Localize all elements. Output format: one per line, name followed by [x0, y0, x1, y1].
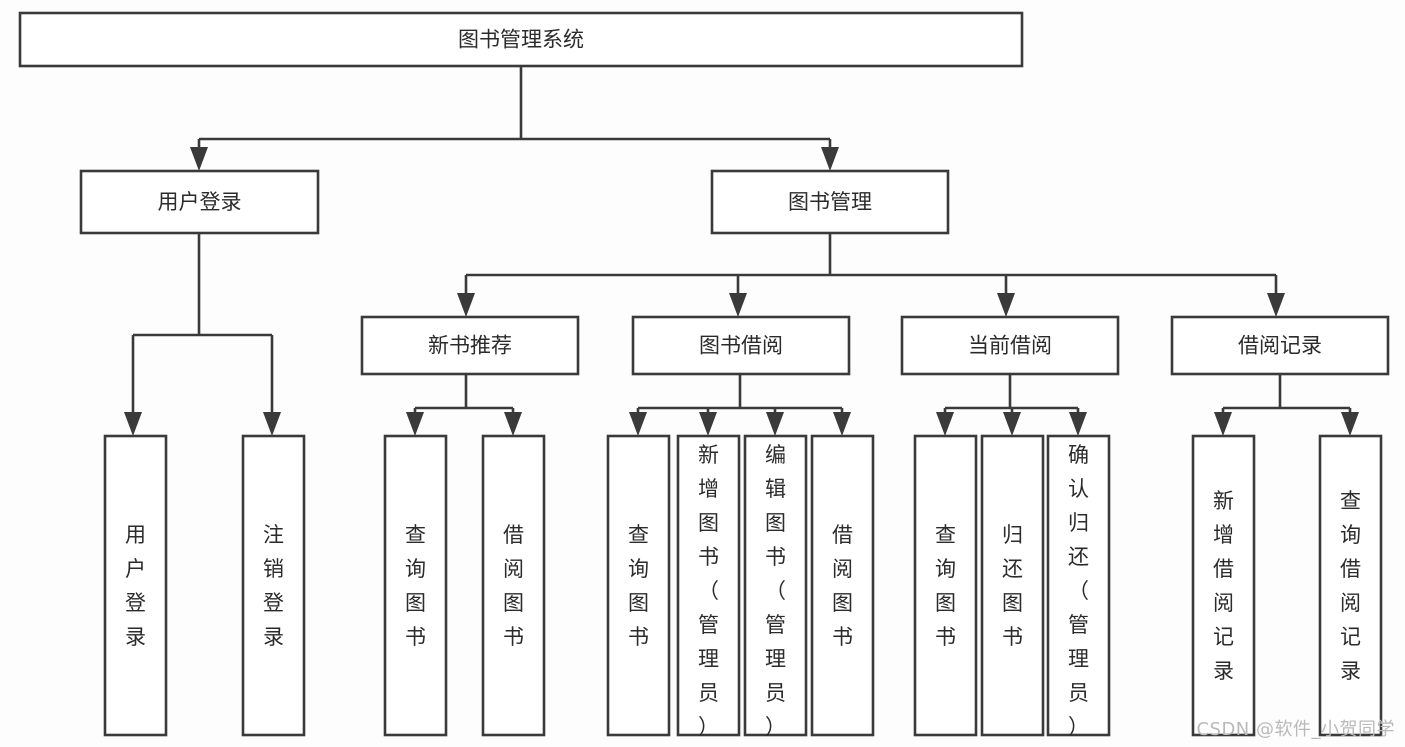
node-label-current-borrow: 当前借阅 [968, 334, 1052, 358]
node-box-book-management [710, 169, 950, 235]
node-box-leaf-borrow-book-recommend [481, 434, 546, 737]
node-label-user-login: 用户登录 [158, 190, 242, 214]
arrow-head-icon [936, 412, 954, 436]
arrow-head-icon [766, 412, 784, 436]
node-box-leaf-add-book-admin [676, 434, 741, 737]
arrow-head-icon [504, 412, 522, 436]
node-leaf-borrow-book-recommend[interactable]: 借阅图书 [481, 434, 546, 737]
node-label-leaf-query-borrow-record: 查询借阅记录 [1340, 489, 1361, 683]
node-box-current-borrow [900, 315, 1120, 376]
arrow-head-icon [1341, 412, 1359, 436]
node-box-leaf-logout [241, 434, 306, 737]
node-box-user-login [79, 169, 320, 235]
node-box-leaf-query-book-borrow [606, 434, 671, 737]
node-box-root [18, 11, 1024, 68]
node-leaf-query-book-recommend[interactable]: 查询图书 [383, 434, 448, 737]
node-current-borrow[interactable]: 当前借阅 [900, 315, 1120, 376]
node-box-leaf-edit-book-admin [743, 434, 808, 737]
node-leaf-query-book-borrow[interactable]: 查询图书 [606, 434, 671, 737]
node-label-leaf-borrow-book-recommend: 借阅图书 [503, 523, 524, 649]
node-label-leaf-user-login: 用户登录 [125, 523, 146, 649]
arrow-head-icon [629, 412, 647, 436]
node-box-leaf-confirm-return-admin [1046, 434, 1111, 737]
node-label-root: 图书管理系统 [458, 28, 584, 52]
arrow-head-icon [821, 147, 839, 171]
node-box-leaf-borrow-book [810, 434, 875, 737]
node-label-leaf-query-book-recommend: 查询图书 [405, 523, 426, 649]
node-leaf-query-borrow-record[interactable]: 查询借阅记录 [1318, 434, 1383, 737]
arrow-head-icon [1214, 412, 1232, 436]
node-box-book-borrow [631, 315, 851, 376]
node-user-login[interactable]: 用户登录 [79, 169, 320, 235]
node-box-leaf-return-book [980, 434, 1045, 737]
node-box-leaf-query-book-recommend [383, 434, 448, 737]
node-label-leaf-logout: 注销登录 [263, 523, 284, 649]
node-leaf-return-book[interactable]: 归还图书 [980, 434, 1045, 737]
arrow-head-icon [833, 412, 851, 436]
node-book-borrow[interactable]: 图书借阅 [631, 315, 851, 376]
node-leaf-borrow-book[interactable]: 借阅图书 [810, 434, 875, 737]
node-box-new-book-recommend [360, 315, 580, 376]
arrow-head-icon [406, 412, 424, 436]
arrow-head-icon [190, 147, 208, 171]
node-leaf-user-login[interactable]: 用户登录 [103, 434, 168, 737]
node-box-leaf-user-login [103, 434, 168, 737]
node-label-leaf-edit-book-admin: 编辑图书（管理员） [765, 443, 786, 739]
node-box-leaf-add-borrow-record [1191, 434, 1256, 737]
node-label-leaf-add-borrow-record: 新增借阅记录 [1213, 489, 1234, 683]
node-root[interactable]: 图书管理系统 [18, 11, 1024, 68]
node-label-leaf-query-book-current: 查询图书 [935, 523, 956, 649]
arrow-head-icon [997, 293, 1015, 317]
node-box-leaf-query-borrow-record [1318, 434, 1383, 737]
node-box-leaf-query-book-current [913, 434, 978, 737]
arrow-head-icon [263, 412, 281, 436]
node-label-leaf-borrow-book: 借阅图书 [832, 523, 853, 649]
node-leaf-query-book-current[interactable]: 查询图书 [913, 434, 978, 737]
node-label-leaf-return-book: 归还图书 [1002, 523, 1023, 649]
node-leaf-confirm-return-admin[interactable]: 确认归还（管理员） [1046, 434, 1111, 739]
node-new-book-recommend[interactable]: 新书推荐 [360, 315, 580, 376]
node-label-leaf-query-book-borrow: 查询图书 [628, 523, 649, 649]
node-label-book-borrow: 图书借阅 [699, 334, 783, 358]
node-book-management[interactable]: 图书管理 [710, 169, 950, 235]
node-label-leaf-confirm-return-admin: 确认归还（管理员） [1068, 443, 1089, 739]
connector-layer [124, 66, 1359, 436]
node-box-borrow-record [1170, 315, 1390, 376]
node-leaf-add-book-admin[interactable]: 新增图书（管理员） [676, 434, 741, 739]
node-label-new-book-recommend: 新书推荐 [428, 334, 512, 358]
node-borrow-record[interactable]: 借阅记录 [1170, 315, 1390, 376]
node-leaf-logout[interactable]: 注销登录 [241, 434, 306, 737]
arrow-head-icon [699, 412, 717, 436]
node-label-leaf-add-book-admin: 新增图书（管理员） [698, 443, 719, 739]
node-leaf-edit-book-admin[interactable]: 编辑图书（管理员） [743, 434, 808, 739]
arrow-head-icon [457, 293, 475, 317]
arrow-head-icon [1267, 293, 1285, 317]
arrow-head-icon [1069, 412, 1087, 436]
arrow-head-icon [1003, 412, 1021, 436]
arrow-head-icon [124, 412, 142, 436]
node-layer: 图书管理系统用户登录图书管理新书推荐图书借阅当前借阅借阅记录用户登录注销登录查询… [18, 11, 1390, 739]
node-label-book-management: 图书管理 [788, 190, 872, 214]
node-leaf-add-borrow-record[interactable]: 新增借阅记录 [1191, 434, 1256, 737]
arrow-head-icon [729, 293, 747, 317]
node-label-borrow-record: 借阅记录 [1238, 334, 1322, 358]
